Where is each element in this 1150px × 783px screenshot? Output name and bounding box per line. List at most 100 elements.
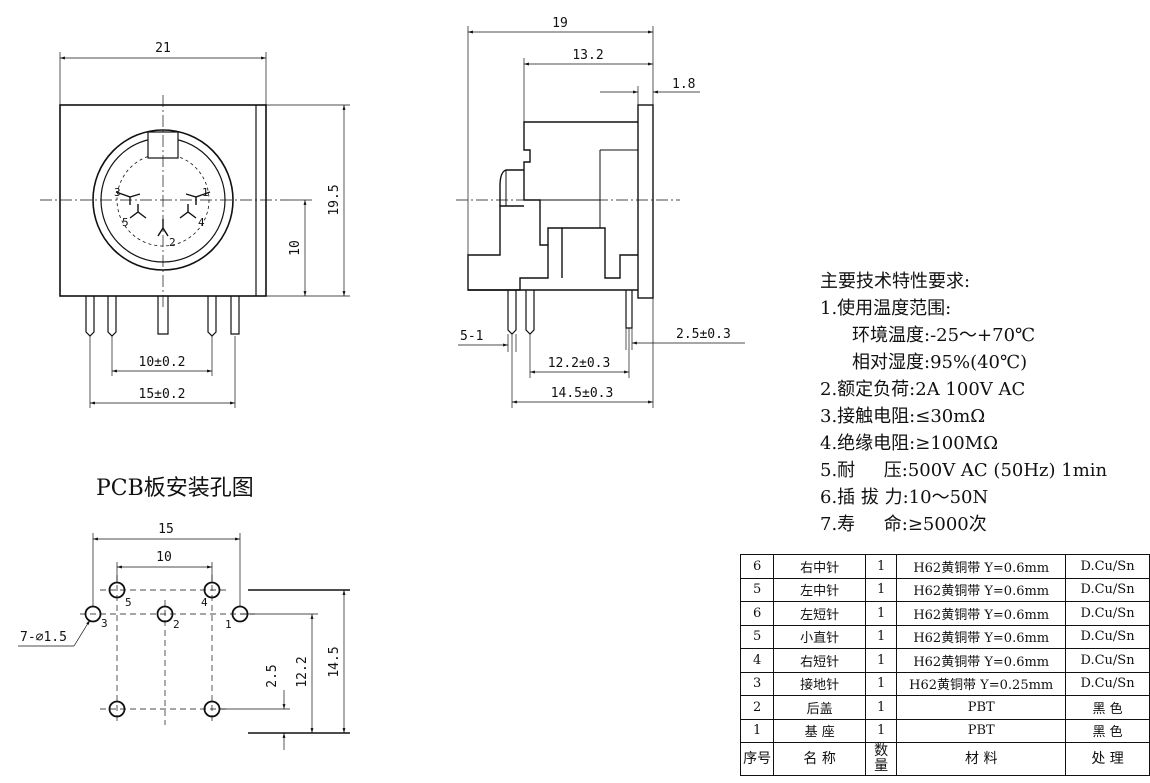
- pcb-dim-2-5-label: 2.5: [265, 664, 280, 687]
- spec-line: 3.接触电阻:≤30mΩ: [820, 406, 986, 427]
- contact-pins: [115, 191, 211, 237]
- side-flange: [637, 104, 654, 299]
- pcb-layout: [18, 533, 350, 750]
- bom-cell: 1: [864, 577, 898, 602]
- spec-line: 4.绝缘电阻:≥100MΩ: [820, 433, 999, 454]
- pcb-labels: 15 10 7-⌀1.5 2.5 12.2 14.5 5 4 3 2 1: [20, 522, 342, 688]
- pcb-hole-2: 2: [173, 618, 180, 631]
- bom-cell: 6: [739, 601, 775, 626]
- pin-label-4: 4: [198, 216, 205, 229]
- dim-width-label: 21: [155, 41, 171, 56]
- pcb-hole-label: 7-⌀1.5: [20, 630, 67, 645]
- bom-header-cell: 处 理: [1065, 742, 1150, 776]
- bom-cell: 1: [864, 695, 898, 720]
- spec-list: 主要技术特性要求: 1.使用温度范围: 环境温度:-25～+70℃ 相对湿度:9…: [820, 268, 1107, 538]
- pcb-holes: [84, 581, 249, 718]
- pcb-title: PCB板安装孔图: [96, 476, 254, 501]
- side-body: [467, 121, 638, 291]
- pcb-hole-5: 5: [125, 596, 132, 609]
- bom-cell: 左中针: [773, 577, 866, 602]
- bom-cell: 基 座: [773, 718, 866, 743]
- bom-cell: PBT: [896, 718, 1067, 743]
- pcb-dim-15-label: 15: [158, 522, 174, 537]
- bom-cell: D.Cu/Sn: [1065, 648, 1150, 673]
- pin-label-1: 1: [202, 186, 209, 199]
- bom-cell: D.Cu/Sn: [1065, 601, 1150, 626]
- spec-line: 环境温度:-25～+70℃: [852, 325, 1036, 346]
- bom-cell: 5: [739, 577, 775, 602]
- bom-cell: 3: [739, 671, 775, 696]
- bom-header-cell: 序号: [739, 742, 775, 776]
- pin-label-3: 3: [114, 186, 121, 199]
- front-view-labels: 21 19.5 10 10±0.2 15±0.2 1 2 3 4 5: [114, 41, 342, 402]
- spec-line: 6.插 拔 力:10～50N: [820, 487, 989, 508]
- bom-cell: H62黄铜带 Y=0.6mm: [896, 624, 1067, 649]
- bom-cell: H62黄铜带 Y=0.6mm: [896, 648, 1067, 673]
- dim-total-label: 19: [552, 16, 568, 31]
- pcb-hole-4: 4: [201, 596, 208, 609]
- dim-14-5-label: 14.5±0.3: [551, 386, 614, 401]
- spec-line: 相对湿度:95%(40℃): [852, 352, 1028, 373]
- bom-header-row: 序号名 称数量材 料处 理: [739, 742, 1150, 776]
- spec-title: 主要技术特性要求:: [820, 271, 971, 292]
- dim-12-2-label: 12.2±0.3: [548, 356, 611, 371]
- pin-label-2: 2: [169, 236, 176, 249]
- front-legs: [85, 296, 240, 337]
- dim-height-label: 19.5: [327, 184, 342, 215]
- bom-header-cell: 材 料: [896, 742, 1067, 776]
- dim-flange-label: 1.8: [672, 77, 695, 92]
- bom-header-cell: 数量: [864, 742, 898, 776]
- bom-cell: 1: [864, 624, 898, 649]
- bom-cell: 4: [739, 648, 775, 673]
- spec-line: 2.额定负荷:2A 100V AC: [820, 379, 1026, 400]
- bom-cell: 右中针: [773, 554, 866, 579]
- dim-pin10-label: 10±0.2: [139, 355, 186, 370]
- bom-cell: D.Cu/Sn: [1065, 671, 1150, 696]
- pin-label-5: 5: [122, 216, 129, 229]
- bom-cell: 左短针: [773, 601, 866, 626]
- dim-body-label: 13.2: [572, 48, 603, 63]
- pcb-hole-1: 1: [225, 618, 232, 631]
- bom-cell: 黑 色: [1065, 718, 1150, 743]
- bom-header-cell: 名 称: [773, 742, 866, 776]
- dim-center-label: 10: [288, 240, 303, 256]
- bom-cell: 1: [864, 554, 898, 579]
- bom-cell: 右短针: [773, 648, 866, 673]
- pcb-dim-10-label: 10: [156, 550, 172, 565]
- bom-cell: D.Cu/Sn: [1065, 577, 1150, 602]
- front-view: [40, 52, 350, 408]
- pcb-dim-12-2-label: 12.2: [295, 656, 310, 687]
- bom-cell: 黑 色: [1065, 695, 1150, 720]
- bom-cell: H62黄铜带 Y=0.6mm: [896, 577, 1067, 602]
- bom-cell: 1: [864, 648, 898, 673]
- bom-cell: 1: [864, 671, 898, 696]
- bom-cell: 6: [739, 554, 775, 579]
- dim-right-label: 2.5±0.3: [676, 327, 731, 342]
- side-view: [456, 26, 745, 408]
- bom-cell: D.Cu/Sn: [1065, 624, 1150, 649]
- dim-left-label: 5-1: [460, 329, 483, 344]
- bom-cell: 1: [864, 601, 898, 626]
- spec-line: 1.使用温度范围:: [820, 298, 952, 319]
- pcb-hole-3: 3: [101, 617, 108, 630]
- spec-line: 5.耐 压:500V AC (50Hz) 1min: [820, 460, 1108, 481]
- bom-cell: 1: [864, 718, 898, 743]
- bom-cell: 1: [739, 718, 775, 743]
- bom-cell: D.Cu/Sn: [1065, 554, 1150, 579]
- pcb-dim-14-5-label: 14.5: [327, 646, 342, 677]
- bom-cell: H62黄铜带 Y=0.6mm: [896, 601, 1067, 626]
- bom-cell: H62黄铜带 Y=0.6mm: [896, 554, 1067, 579]
- bom-cell: 后盖: [773, 695, 866, 720]
- bom-cell: H62黄铜带 Y=0.25mm: [896, 671, 1067, 696]
- side-view-labels: 19 13.2 1.8 5-1 2.5±0.3 12.2±0.3 14.5±0.…: [460, 16, 731, 401]
